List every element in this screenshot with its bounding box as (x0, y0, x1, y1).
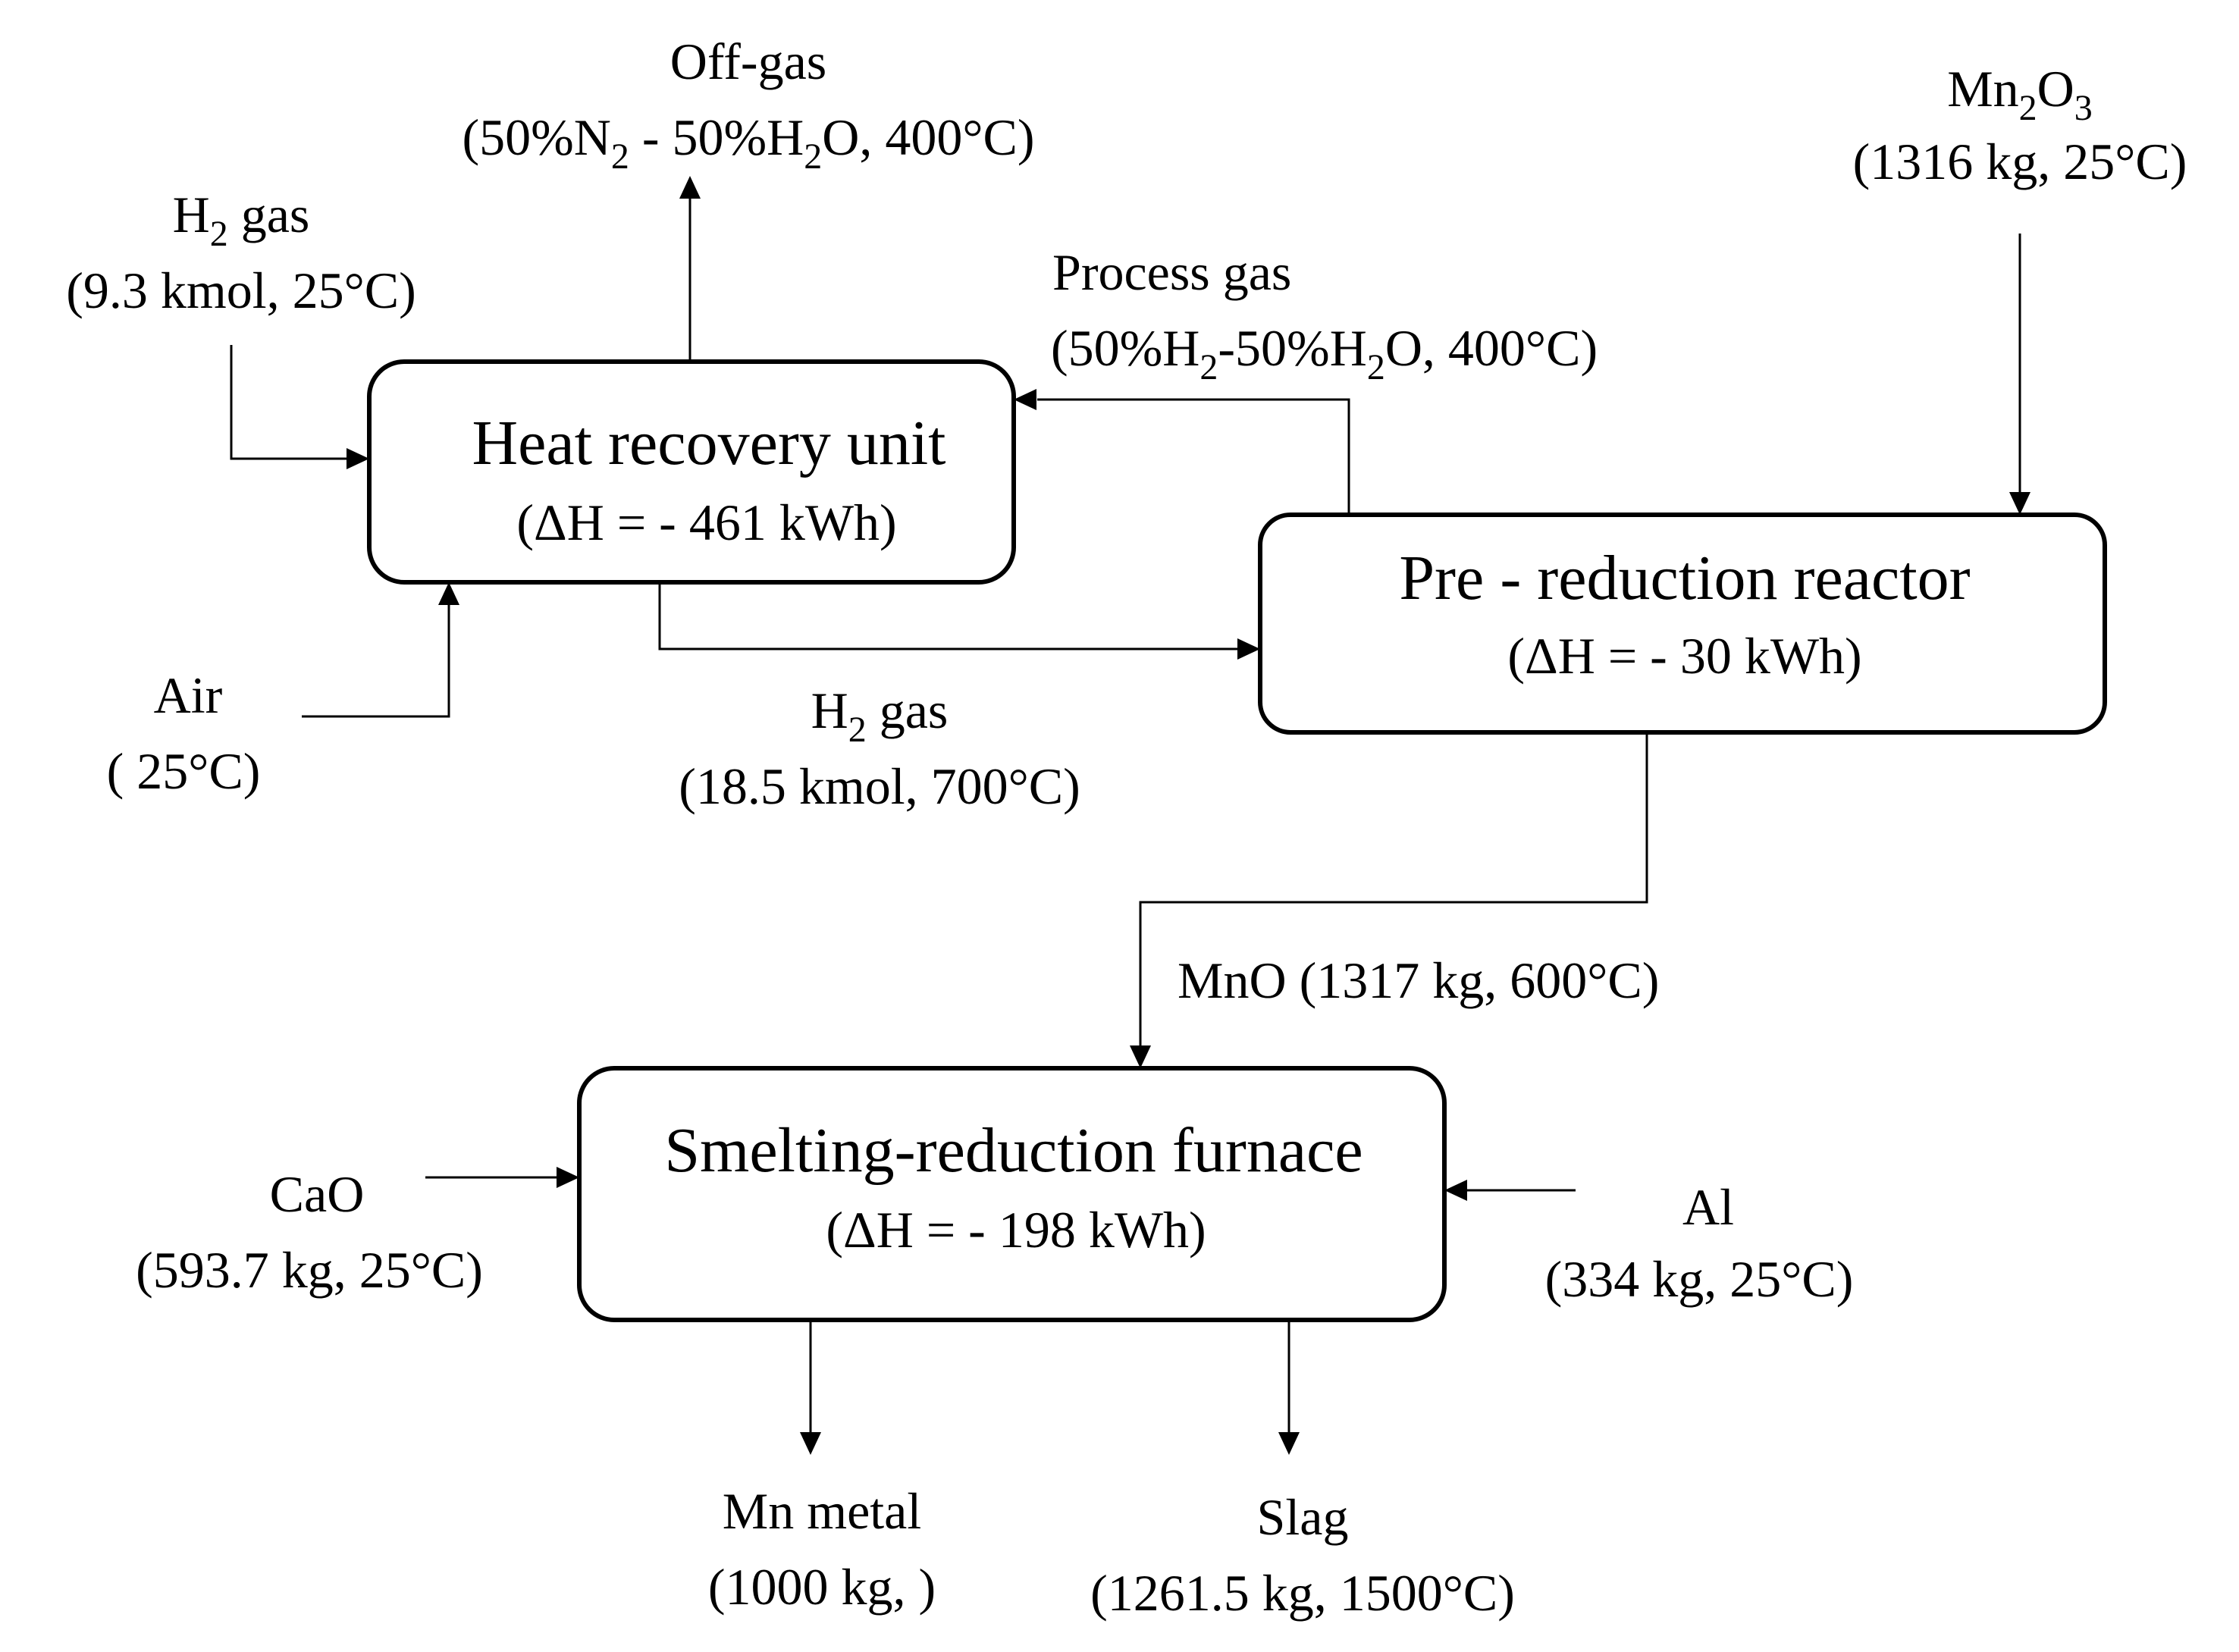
h2-feed-detail: (9.3 kmol, 25°C) (66, 262, 416, 319)
h2-hot-detail: (18.5 kmol, 700°C) (679, 757, 1080, 815)
heat-recovery-unit-title: Heat recovery unit (472, 408, 945, 478)
mn2o3-label: Mn2O3 (1316 kg, 25°C) (1853, 60, 2187, 190)
mn2o3-detail: (1316 kg, 25°C) (1853, 133, 2187, 190)
h2-feed-label: H2 gas (9.3 kmol, 25°C) (66, 186, 416, 319)
process-gas-label: Process gas (50%H2-50%H2O, 400°C) (1051, 243, 1598, 387)
h2-hot-flow-arrow (658, 582, 1260, 660)
process-gas-composition: (50%H2-50%H2O, 400°C) (1051, 319, 1598, 387)
slag-flow-arrow (1278, 1320, 1300, 1455)
process-gas-name: Process gas (1052, 243, 1291, 301)
offgas-flow-arrow (679, 176, 701, 362)
offgas-composition: (50%N2 - 50%H2O, 400°C) (462, 108, 1034, 177)
al-name: Al (1682, 1178, 1734, 1236)
slag-name: Slag (1257, 1488, 1349, 1546)
smelting-reduction-furnace-enthalpy: (ΔH = - 198 kWh) (826, 1201, 1206, 1259)
mn-metal-detail: (1000 kg, ) (708, 1558, 936, 1616)
pre-reduction-reactor-title: Pre - reduction reactor (1399, 543, 1970, 613)
mn-metal-label: Mn metal (1000 kg, ) (708, 1482, 936, 1616)
mno-label: MnO (1317 kg, 600°C) (1178, 951, 1659, 1009)
cao-label: CaO (593.7 kg, 25°C) (136, 1165, 483, 1299)
mno-flow-arrow (1130, 732, 1648, 1068)
mn2o3-feed-flow-arrow (2009, 234, 2030, 515)
smelting-reduction-furnace-title: Smelting-reduction furnace (664, 1115, 1363, 1186)
h2-hot-name: H2 gas (811, 682, 949, 750)
slag-label: Slag (1261.5 kg, 1500°C) (1090, 1488, 1515, 1622)
air-label: Air ( 25°C) (107, 666, 261, 800)
heat-recovery-unit: Heat recovery unit (ΔH = - 461 kWh) (367, 359, 1016, 585)
cao-feed-flow-arrow (425, 1167, 579, 1188)
h2-feed-flow-arrow (230, 345, 369, 469)
smelting-reduction-furnace: Smelting-reduction furnace (ΔH = - 198 k… (577, 1066, 1447, 1322)
h2-feed-name: H2 gas (173, 186, 310, 254)
cao-name: CaO (270, 1165, 365, 1223)
air-detail: ( 25°C) (107, 742, 261, 800)
pre-reduction-reactor-enthalpy: (ΔH = - 30 kWh) (1507, 627, 1861, 685)
slag-detail: (1261.5 kg, 1500°C) (1090, 1564, 1515, 1622)
al-label: Al (334 kg, 25°C) (1545, 1178, 1854, 1308)
air-name: Air (154, 666, 223, 724)
al-feed-flow-arrow (1444, 1180, 1576, 1201)
pre-reduction-reactor: Pre - reduction reactor (ΔH = - 30 kWh) (1258, 513, 2107, 735)
cao-detail: (593.7 kg, 25°C) (136, 1241, 483, 1299)
mn2o3-name: Mn2O3 (1947, 60, 2093, 128)
h2-hot-label: H2 gas (18.5 kmol, 700°C) (679, 682, 1080, 815)
process-gas-flow-arrow (1014, 389, 1350, 515)
offgas-label: Off-gas (50%N2 - 50%H2O, 400°C) (462, 33, 1034, 177)
mn-metal-flow-arrow (800, 1320, 821, 1455)
al-detail: (334 kg, 25°C) (1545, 1250, 1854, 1308)
heat-recovery-unit-enthalpy: (ΔH = - 461 kWh) (516, 494, 896, 551)
offgas-name: Off-gas (670, 33, 826, 90)
mn-metal-name: Mn metal (723, 1482, 922, 1540)
air-feed-flow-arrow (302, 582, 459, 718)
